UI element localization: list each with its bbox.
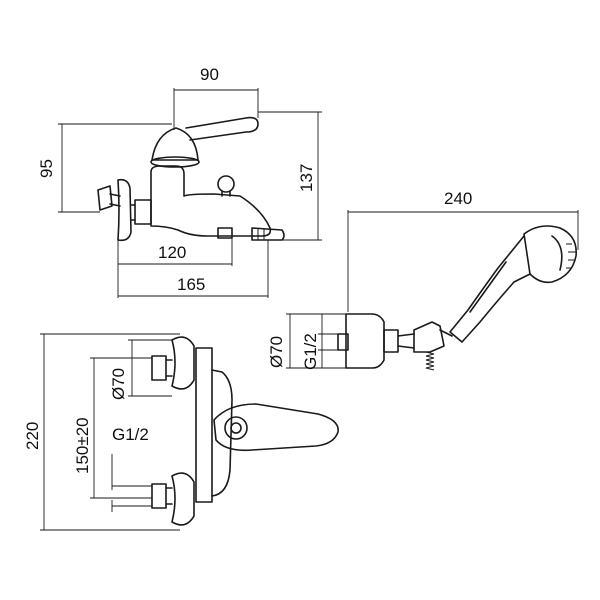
dim-front-diameter: Ø70 — [109, 368, 128, 400]
dim-front-thread: G1/2 — [112, 425, 149, 444]
hand-shower — [337, 225, 577, 371]
side-view — [97, 116, 285, 242]
dim-137: 137 — [297, 164, 316, 192]
dim-shower-thread: G1/2 — [301, 333, 320, 370]
dim-shower-diameter: Ø70 — [267, 336, 286, 368]
front-view-dimensions: 220 150±20 Ø70 G1/2 — [23, 333, 180, 531]
dim-90: 90 — [200, 65, 219, 84]
dim-120: 120 — [158, 243, 186, 262]
dim-240: 240 — [444, 189, 472, 208]
shower-dimensions: 240 Ø70 G1/2 — [267, 189, 579, 370]
dim-165: 165 — [177, 275, 205, 294]
dim-150: 150±20 — [73, 417, 92, 474]
dim-95: 95 — [37, 159, 56, 178]
front-view — [151, 336, 339, 526]
side-view-dimensions: 90 95 137 120 165 — [37, 65, 322, 298]
dim-220: 220 — [23, 422, 42, 450]
